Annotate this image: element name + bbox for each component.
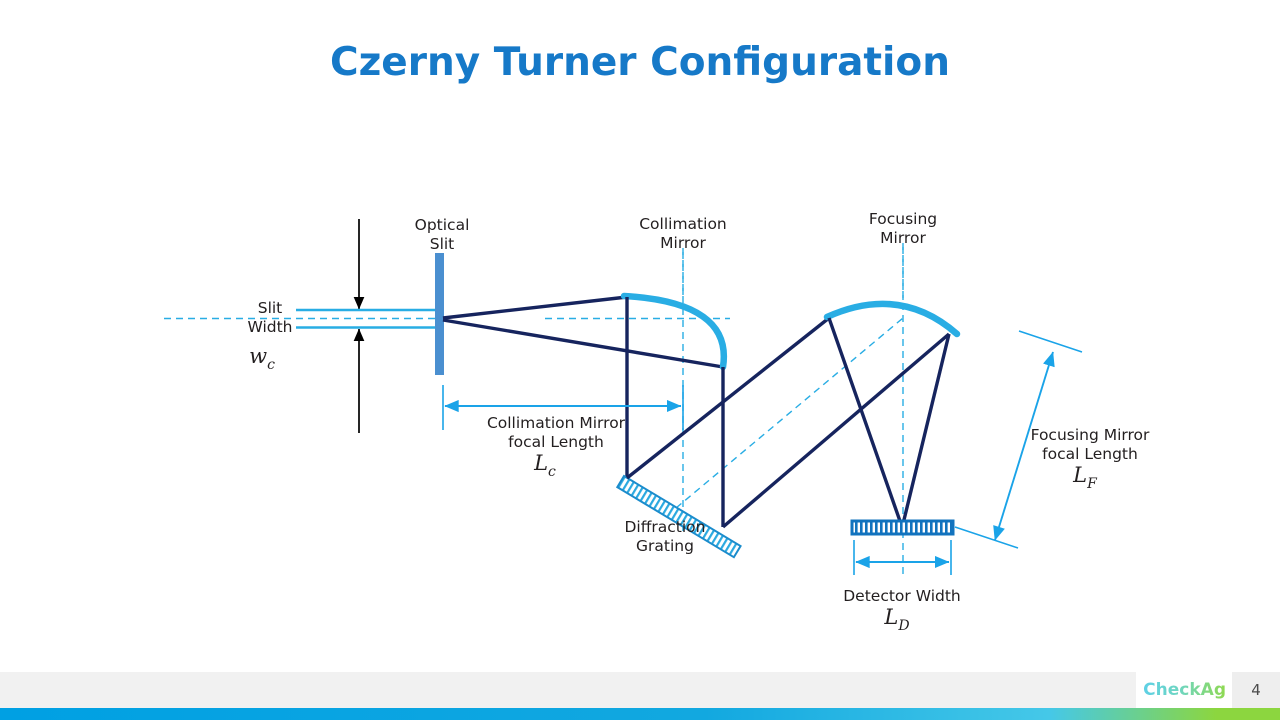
collimation-focal-symbol-subscript: c — [548, 464, 556, 480]
label-collimation-focal-length-line2: focal Length — [508, 433, 604, 451]
ray-grating-to-focusing-upper — [625, 316, 831, 480]
slit-width-symbol-subscript: c — [267, 357, 275, 373]
label-collimation-mirror-line1: Collimation — [639, 215, 727, 233]
focusing-focal-symbol-base: L — [1072, 463, 1087, 487]
detector-width-symbol-subscript: D — [897, 618, 909, 634]
detector-body — [850, 519, 955, 536]
page-title: Czerny Turner Configuration — [329, 40, 950, 85]
label-focusing-focal-length-symbol: LF — [1072, 463, 1098, 492]
ray-bundle-grating-to-focusing — [625, 316, 951, 529]
ray-focusing-to-detector-right — [901, 333, 951, 525]
collimation-focal-length-dimension — [442, 385, 684, 430]
ray-bundle-focusing-to-detector — [827, 317, 951, 525]
detector-width-symbol-base: L — [883, 605, 898, 629]
page-number-box: 4 — [1232, 672, 1280, 708]
ray-grating-to-focusing-lower — [721, 332, 951, 529]
label-focusing-mirror-line2: Mirror — [880, 229, 926, 247]
label-diffraction-grating-line2: Grating — [636, 537, 694, 555]
diagram-labels: Optical Slit Collimation Mirror Focusing… — [247, 210, 1150, 634]
focusing-focal-symbol-subscript: F — [1086, 476, 1098, 492]
diffraction-grating-body — [615, 474, 742, 559]
label-collimation-mirror-line2: Mirror — [660, 234, 706, 252]
label-optical-slit-line1: Optical — [415, 216, 470, 234]
slit-width-symbol-base: w — [249, 344, 267, 368]
diffraction-grating — [615, 474, 742, 559]
brand-logo-text: CheckAg — [1143, 680, 1226, 700]
footer-accent-bar — [0, 708, 1280, 720]
brand-logo: CheckAg — [1136, 672, 1232, 708]
focusing-focal-tick-top — [1018, 330, 1083, 353]
slit-width-guides — [296, 308, 443, 329]
ray-slit-to-collimator-lower — [442, 318, 724, 369]
label-collimation-focal-length-line1: Collimation Mirror — [487, 414, 626, 432]
label-slit-width-line2: Width — [247, 318, 292, 336]
collimation-mirror-arc — [620, 292, 728, 371]
footer-band — [0, 672, 1280, 708]
ray-focusing-to-detector-left — [827, 317, 903, 525]
ray-bundle-slit-to-collimator — [442, 295, 724, 369]
label-optical-slit-line2: Slit — [430, 235, 455, 253]
label-collimation-focal-length-symbol: Lc — [533, 451, 556, 480]
label-focusing-focal-length-line1: Focusing Mirror — [1031, 426, 1150, 444]
collimation-focal-symbol-base: L — [533, 451, 548, 475]
optical-slit-bar — [435, 253, 444, 375]
label-slit-width-symbol: wc — [249, 344, 275, 373]
label-slit-width-line1: Slit — [258, 299, 283, 317]
focusing-focal-length-dimension — [954, 330, 1083, 549]
label-diffraction-grating-line1: Diffraction — [624, 518, 705, 536]
label-detector-width-symbol: LD — [883, 605, 909, 634]
optical-axis-group — [164, 243, 904, 575]
grating-to-focusing-axis-dashed — [675, 317, 904, 509]
page-number: 4 — [1251, 681, 1261, 699]
detector-width-dimension — [853, 540, 952, 575]
detector — [850, 519, 955, 536]
label-focusing-focal-length-line2: focal Length — [1042, 445, 1138, 463]
label-detector-width-line1: Detector Width — [843, 587, 961, 605]
label-focusing-mirror-line1: Focusing — [869, 210, 937, 228]
focusing-focal-tick-bottom — [954, 526, 1019, 549]
ray-bundle-collimator-to-grating — [625, 297, 725, 527]
label-leaders — [682, 247, 904, 300]
focusing-mirror-arc — [823, 300, 961, 338]
focusing-focal-arrow — [993, 351, 1055, 541]
ray-slit-to-collimator-upper — [442, 295, 628, 320]
